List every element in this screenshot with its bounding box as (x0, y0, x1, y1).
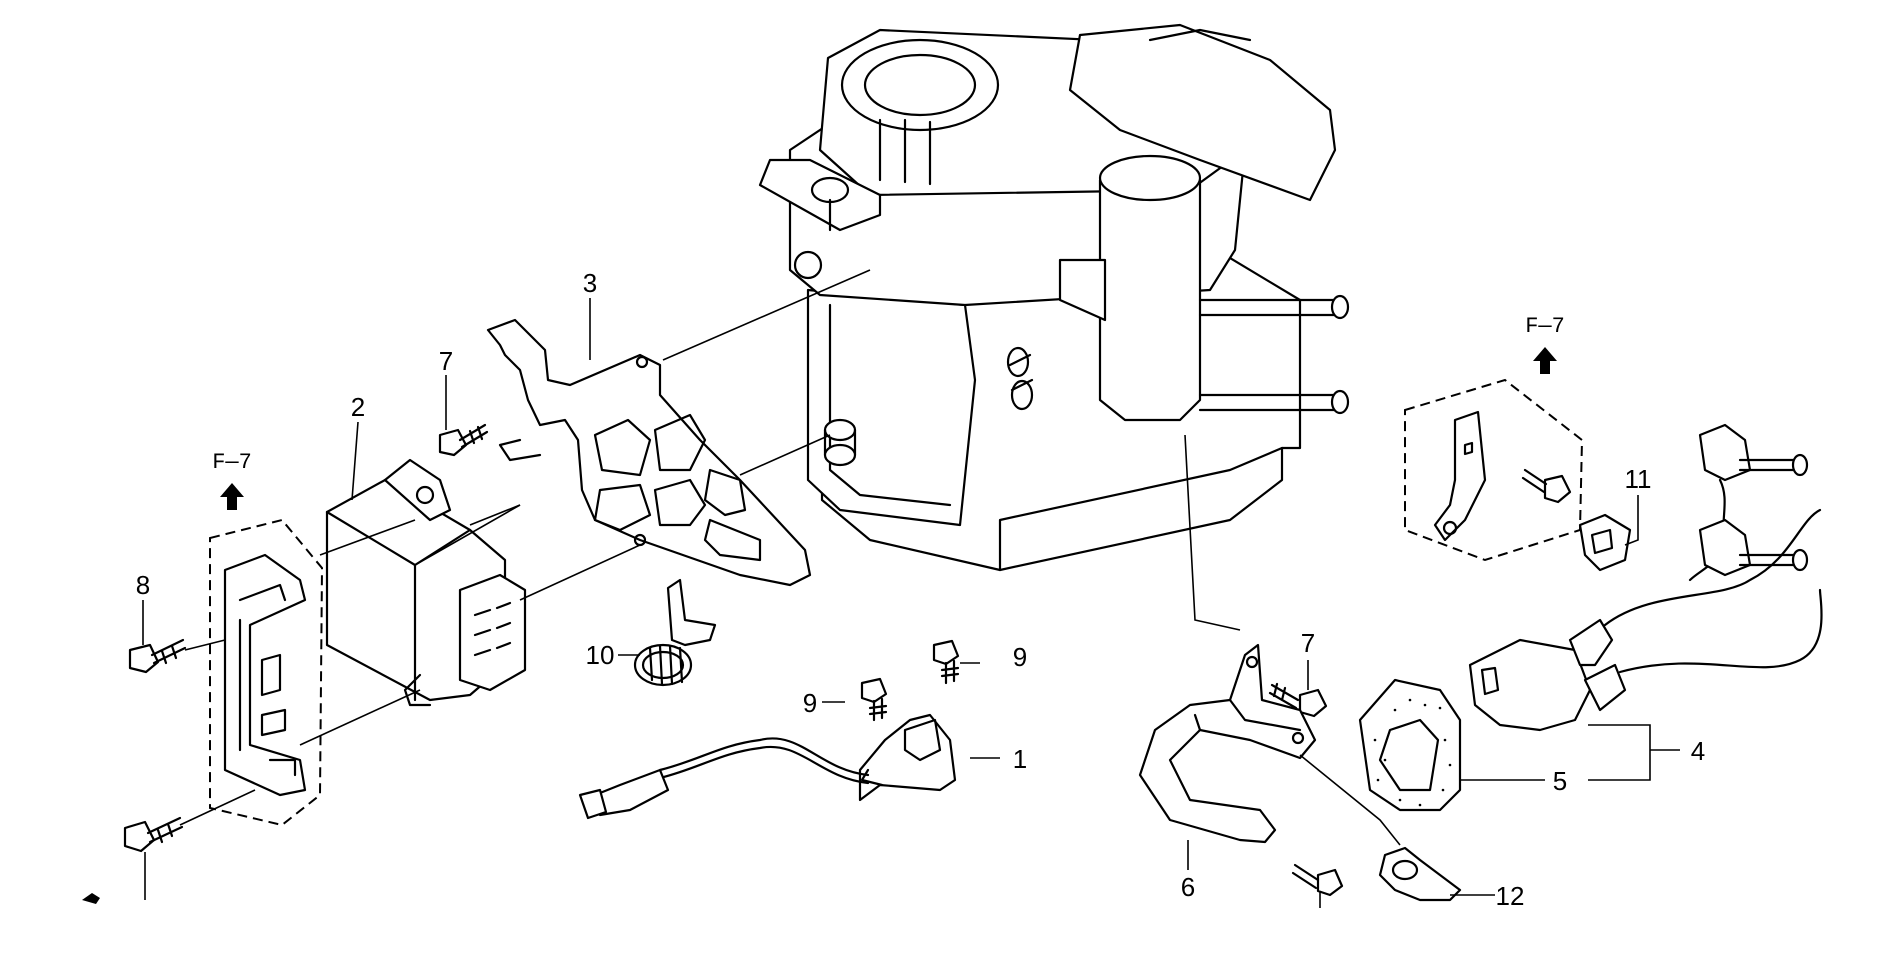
callout-6: 6 (1181, 872, 1195, 902)
reference-label-right: F—7 (1525, 314, 1565, 339)
ignition-coil-4 (1468, 423, 1823, 732)
callout-8: 8 (136, 570, 150, 600)
callout-labels: 3 2 7 8 10 9 9 1 7 11 4 5 6 12 (136, 268, 1705, 911)
bolt-right-group (1521, 468, 1572, 504)
bolt-9-left (860, 677, 888, 722)
clip-11 (1578, 513, 1632, 572)
callout-9-left: 9 (803, 688, 817, 718)
callout-2: 2 (351, 392, 365, 422)
sensor-1 (578, 713, 957, 820)
clip-12 (1378, 846, 1462, 902)
bolt-lower-center (1291, 863, 1344, 897)
callout-10: 10 (586, 640, 615, 670)
callout-7-upper: 7 (439, 346, 453, 376)
ignition-module-2 (325, 458, 527, 707)
bolt-9-right (932, 639, 960, 685)
reference-right: F—7 (1525, 314, 1565, 374)
engine-assembly (758, 23, 1350, 572)
up-arrow-icon (1533, 347, 1557, 374)
bracket-group-right (1404, 378, 1584, 562)
mounting-bracket-3 (486, 318, 812, 587)
callout-12: 12 (1496, 881, 1525, 911)
reference-left: F—7 (212, 450, 252, 510)
cover-bracket-group (209, 518, 324, 827)
callout-9-right: 9 (1013, 642, 1027, 672)
up-arrow-icon (220, 483, 244, 510)
reference-label-left: F—7 (212, 450, 252, 475)
callout-5: 5 (1553, 766, 1567, 796)
callout-4: 4 (1691, 736, 1705, 766)
callout-3: 3 (583, 268, 597, 298)
bolt-8-upper (128, 638, 187, 674)
rubber-sleeve-5 (1358, 678, 1462, 812)
bolt-8-lower (123, 816, 184, 853)
callout-leaders (142, 298, 1680, 908)
callout-11: 11 (1625, 464, 1652, 494)
bracket-6 (1138, 643, 1317, 844)
bolt-7-upper (438, 423, 489, 457)
cropped-fragment (82, 893, 100, 904)
assembly-lines (179, 269, 1401, 846)
callout-1: 1 (1013, 744, 1027, 774)
hose-clamp-10 (633, 578, 717, 687)
callout-7-lower: 7 (1301, 628, 1315, 658)
